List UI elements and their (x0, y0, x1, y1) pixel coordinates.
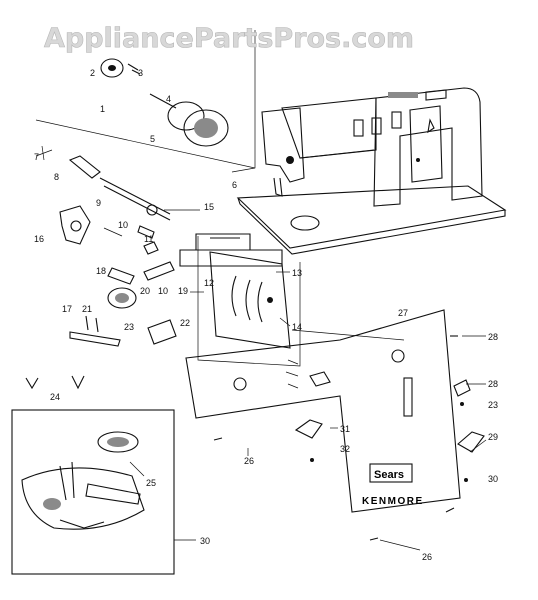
callout-15: 15 (204, 202, 214, 212)
watermark-text: AppliancePartsPros.com (44, 23, 414, 54)
callout-30-right: 30 (488, 474, 498, 484)
callout-6: 6 (232, 180, 237, 190)
callout-3: 3 (138, 68, 143, 78)
callout-9: 9 (96, 198, 101, 208)
callout-10-lower: 10 (158, 286, 168, 296)
callout-2: 2 (90, 68, 95, 78)
handwheel-assembly (35, 30, 256, 173)
callout-11: 11 (144, 234, 153, 244)
callout-23-right: 23 (488, 400, 498, 410)
bobbin-inset (11, 409, 196, 575)
callout-25: 25 (146, 478, 156, 488)
callout-labels: 1 2 3 4 5 6 7 8 9 10 10 11 12 13 14 15 1… (34, 68, 498, 562)
callout-8: 8 (54, 172, 59, 182)
callout-28-upper: 28 (488, 332, 498, 342)
callout-13: 13 (292, 268, 302, 278)
callout-24: 24 (50, 392, 60, 402)
callout-20: 20 (140, 286, 150, 296)
throat-plate (197, 236, 301, 367)
callout-12: 12 (204, 278, 214, 288)
callout-19: 19 (178, 286, 188, 296)
callout-16: 16 (34, 234, 44, 244)
front-panel: Sears KENMORE (185, 309, 485, 551)
callout-23-left: 23 (124, 322, 134, 332)
callout-29: 29 (488, 432, 498, 442)
callout-22: 22 (180, 318, 190, 328)
callout-5: 5 (150, 134, 155, 144)
callout-17: 17 (62, 304, 72, 314)
linkage-parts (25, 155, 283, 390)
callout-27: 27 (398, 308, 408, 318)
callout-10-upper: 10 (118, 220, 128, 230)
callout-18: 18 (96, 266, 106, 276)
sewing-machine-illustration (236, 87, 507, 255)
callout-21: 21 (82, 304, 92, 314)
callout-26-middle: 26 (244, 456, 254, 466)
callout-26-bottom: 26 (422, 552, 432, 562)
callout-28-lower: 28 (488, 379, 498, 389)
leader-lines (103, 209, 487, 477)
brand-badge-text: Sears (374, 469, 404, 481)
callout-1: 1 (100, 104, 105, 114)
callout-7: 7 (34, 152, 39, 162)
callout-4: 4 (166, 94, 171, 104)
callout-14: 14 (292, 322, 302, 332)
callout-30-inset: 30 (200, 536, 210, 546)
callout-32: 32 (340, 444, 350, 454)
brand-name-text: KENMORE (362, 496, 424, 507)
callout-31: 31 (340, 424, 350, 434)
